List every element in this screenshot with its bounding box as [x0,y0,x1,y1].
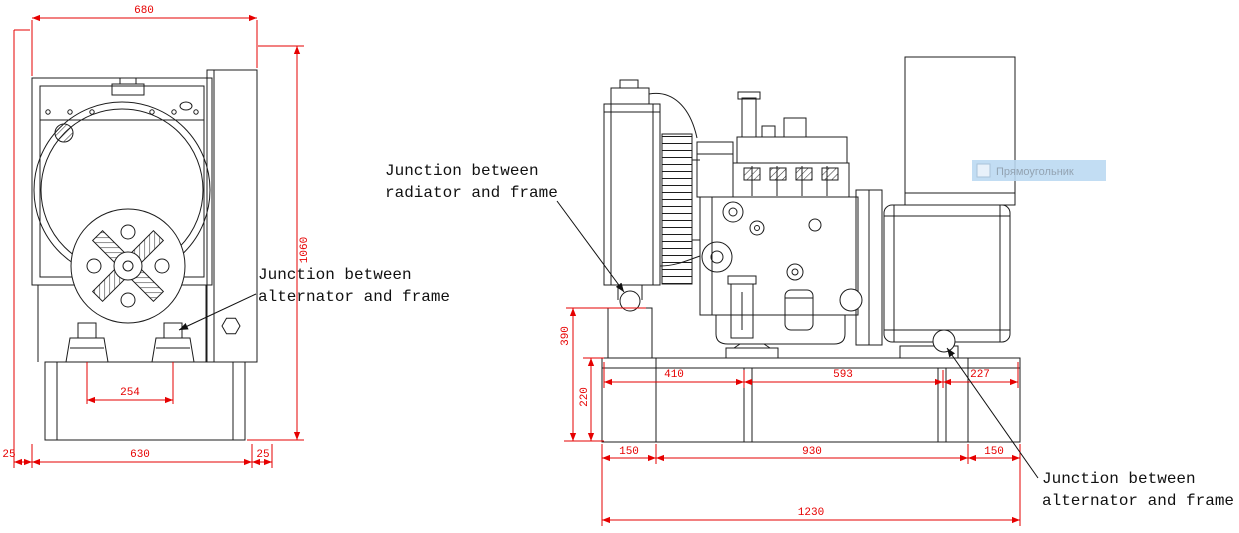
front-base-frame [44,361,246,441]
dim-rear-span-label: 227 [970,369,990,381]
front-engine-mount [725,347,779,359]
dim-front-span-label: 410 [664,369,684,381]
alternator-body [883,204,1011,343]
radiator-pedestal [607,307,653,359]
front-mounting-feet [65,322,195,363]
crank-pulley [701,241,733,273]
radiator-frame-annotation-line1: Junction between [385,162,539,180]
dim-foot-spacing-label: 254 [120,387,140,399]
dim-left-offset-label: 150 [619,446,639,458]
dim-mid-span-label: 593 [833,369,853,381]
side-engine [696,91,883,359]
side-base-frame [601,357,1021,443]
dim-total-length-label: 1230 [798,507,824,519]
dim-base-width-label: 630 [130,449,150,461]
alternator-frame-junction [932,329,956,353]
engine-block [699,196,859,316]
dim-top-width-label: 680 [134,5,154,17]
alternator-frame-annotation-side-line2: alternator and frame [1042,492,1234,510]
front-alternator [70,208,186,324]
air-cleaner [696,141,734,198]
annotations: Junction between radiator and frame Junc… [178,162,1234,510]
side-view-dimension-labels: 390 220 410 593 227 150 930 150 1230 [560,326,1004,519]
side-view [601,56,1021,443]
front-control-box [206,69,258,363]
side-view-dimensions [564,307,1021,526]
selection-highlight[interactable] [972,160,1106,181]
front-view-dimensions [13,14,304,468]
fan-guard-grille [661,133,693,285]
rectangle-shape-icon [976,163,991,178]
alternator-frame-annotation-front-line2: alternator and frame [258,288,450,306]
dim-radiator-mount-height-label: 390 [560,326,572,346]
tooltip-label: Прямоугольник [996,166,1074,178]
alternator-terminal-box [904,56,1016,206]
oil-pan [715,315,846,345]
radiator-frame-annotation-line2: radiator and frame [385,184,558,202]
alternator-frame-annotation-front-line1: Junction between [258,266,412,284]
oil-filter [784,289,814,331]
dim-mount-span-label: 930 [802,446,822,458]
dim-height-label: 1060 [299,237,311,263]
side-radiator [603,79,701,359]
shape-tooltip: Прямоугольник [972,160,1106,181]
dim-right-offset-label: 150 [984,446,1004,458]
dim-right-margin-label: 25 [256,449,269,461]
alternator-frame-leader-line-front [178,293,257,331]
fuel-filter [730,283,754,339]
valve-cover [736,136,848,164]
radiator-frame-junction [619,290,641,312]
front-view [31,69,258,441]
dim-frame-height-label: 220 [579,387,591,407]
alternator-frame-annotation-side-line1: Junction between [1042,470,1196,488]
side-alternator [883,56,1016,359]
starter-motor [839,288,863,312]
front-view-dimension-labels: 680 1060 254 25 630 25 [2,5,311,461]
hex-bolt-icon [221,317,241,335]
dim-left-margin-label: 25 [2,449,15,461]
radiator-frame-leader-line [556,200,625,293]
alternator-frame-leader-line-side [946,347,1039,479]
